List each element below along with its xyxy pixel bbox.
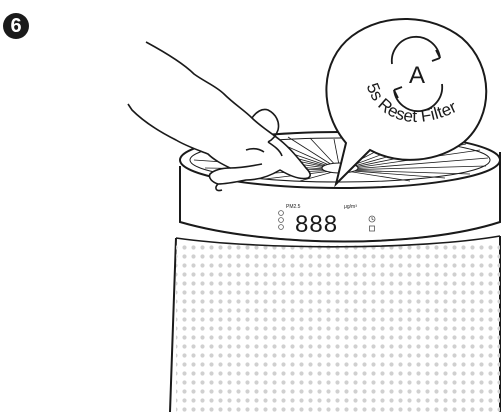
unit-label: μg/m³ (344, 204, 357, 210)
digit-display: 888 (295, 211, 338, 238)
purifier-body (170, 236, 500, 412)
auto-mode-icon-letter: A (409, 62, 425, 89)
pm-label: PM2.5 (286, 204, 301, 210)
